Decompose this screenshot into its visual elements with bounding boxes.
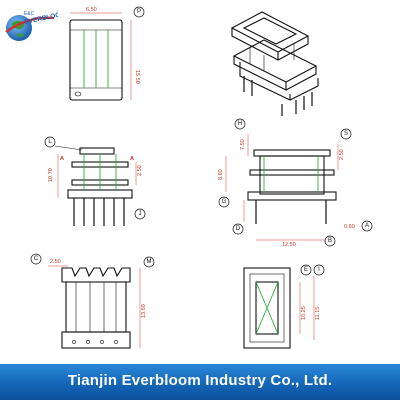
side-right-marker-d: D: [236, 226, 241, 232]
side-left-flange-dim: 2.50: [137, 165, 143, 176]
side-right-marker-g: G: [222, 199, 227, 205]
bottom-left-slot-dim: 2.50: [50, 259, 61, 265]
side-right-mid-dim: 8.60: [218, 169, 224, 180]
footer-banner: [0, 364, 400, 400]
side-right-marker-right: S: [344, 131, 348, 137]
side-right-marker-b: B: [328, 238, 332, 244]
section-mark-left: A: [60, 156, 64, 162]
bottom-left-marker-m: M: [147, 259, 152, 265]
bottom-right-inner-dim: 10.25: [301, 306, 307, 320]
side-left-height-dim: 10.70: [48, 168, 54, 182]
front-width-dim: 6.50: [86, 7, 97, 13]
company-name: Tianjin Everbloom Industry Co., Ltd.: [67, 372, 333, 389]
front-height-dim: 15.50: [134, 70, 140, 84]
side-view-right: H S 7.50 2.50 8.60 G D 0.60 A 12.50 B: [218, 118, 373, 248]
side-right-pin-dim: 0.60: [344, 224, 355, 230]
side-left-pin-marker: J: [139, 211, 142, 217]
side-left-marker: L: [48, 139, 52, 145]
side-right-marker-top: H: [238, 121, 242, 127]
bottom-view-left: C M 2.50 13.60: [30, 253, 155, 349]
bottom-right-marker-i: I: [318, 267, 320, 273]
side-right-top-dim: 7.50: [240, 139, 246, 150]
bottom-left-marker-c: C: [34, 256, 39, 262]
side-view-left: L A A 10.70 2.50 J: [44, 136, 146, 226]
bottom-view-right: E I 10.25 11.15: [243, 264, 325, 349]
front-marker: P: [137, 9, 141, 15]
front-view: 6.50 15.50 P: [69, 6, 145, 101]
bottom-right-marker-e: E: [304, 267, 308, 273]
bottom-right-outer-dim: 11.15: [315, 307, 321, 320]
section-mark-right: A: [130, 156, 134, 162]
side-right-marker-a: A: [365, 223, 369, 229]
bottom-left-height-dim: 13.60: [141, 304, 147, 318]
isometric-view: [230, 11, 319, 116]
side-right-base-dim: 12.50: [282, 242, 296, 248]
side-right-right-dim: 2.50: [339, 149, 345, 160]
everbloom-logo: E&C EVERBLOOM: [2, 2, 66, 52]
logo-top-text: E&C: [24, 11, 35, 17]
